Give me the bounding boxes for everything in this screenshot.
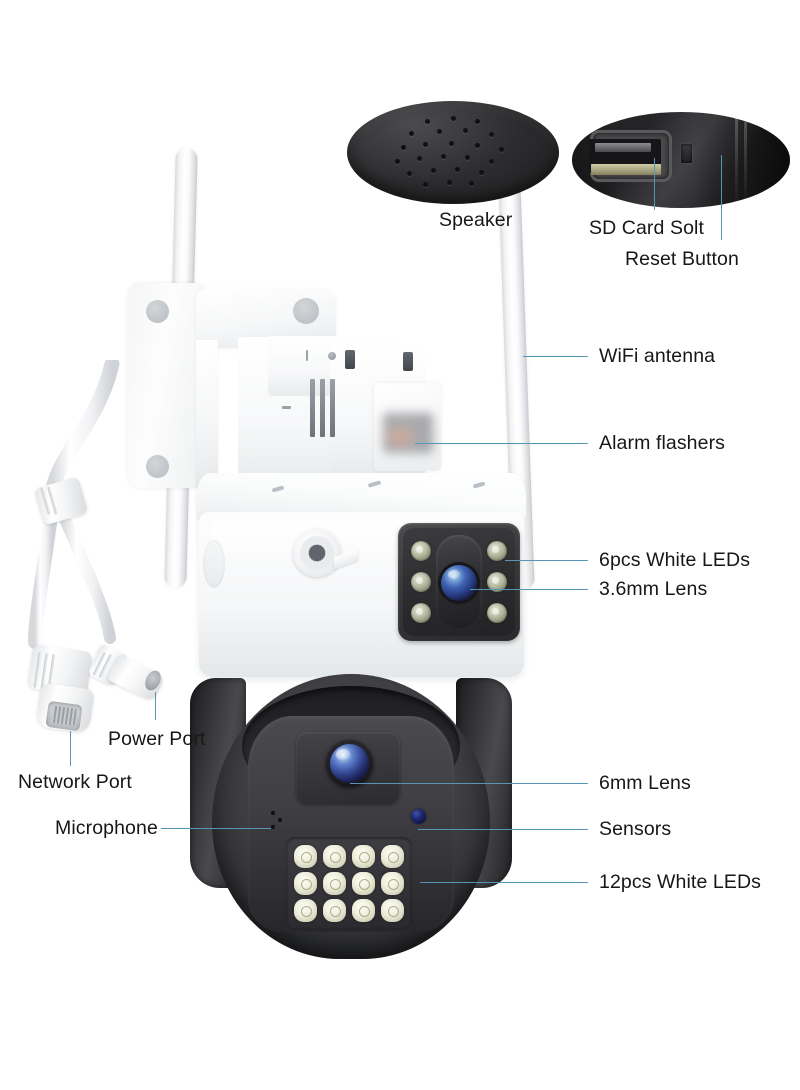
flasher-core	[383, 412, 433, 454]
white-led-6	[487, 603, 507, 623]
white-led-3	[411, 603, 431, 623]
sd-card-slot-icon	[572, 112, 790, 208]
white-led-b4	[381, 845, 404, 868]
speaker-grille-icon	[347, 101, 559, 204]
housing-slot	[282, 406, 291, 409]
white-led-b8	[381, 872, 404, 895]
rj45-contacts	[50, 705, 78, 726]
ptz-dome	[186, 672, 516, 967]
label-power-port: Power Port	[108, 728, 206, 750]
cable-assembly	[28, 360, 120, 649]
alarm-flasher-module	[374, 383, 441, 471]
white-led-b5	[294, 872, 317, 895]
label-6mm-lens: 6mm Lens	[599, 772, 691, 794]
housing-screw	[328, 352, 336, 360]
leader-6mm-lens	[350, 783, 588, 784]
bracket-arm-vertical	[196, 340, 218, 488]
leader-network-port	[70, 731, 71, 766]
leader-36mm-lens	[470, 589, 588, 590]
label-speaker: Speaker	[439, 209, 513, 231]
white-led-b9	[294, 899, 317, 922]
siren-inner	[300, 536, 334, 570]
label-network-port: Network Port	[18, 771, 132, 793]
screw-hole-1	[146, 300, 169, 323]
screw-hole-3	[293, 298, 319, 324]
white-led-b10	[323, 899, 346, 922]
housing-tab-left	[345, 350, 355, 369]
white-led-b2	[323, 845, 346, 868]
led-panel-12	[286, 837, 412, 929]
label-reset-button: Reset Button	[625, 248, 739, 270]
sd-inset-edge-2	[744, 122, 747, 198]
white-led-b12	[381, 899, 404, 922]
sensor-dot	[411, 809, 426, 824]
sd-slot-contacts	[591, 164, 661, 175]
white-led-5	[487, 572, 507, 592]
leader-12pcs-leds	[420, 882, 588, 883]
sd-slot-frame	[589, 130, 672, 182]
siren-grille	[293, 529, 341, 577]
label-36mm-lens: 3.6mm Lens	[599, 578, 708, 600]
leader-reset-button	[721, 155, 722, 240]
white-led-1	[411, 541, 431, 561]
ptz-lens-glass-6mm	[330, 744, 369, 783]
white-led-2	[411, 572, 431, 592]
label-microphone: Microphone	[55, 817, 158, 839]
leader-6pcs-leds	[505, 560, 588, 561]
leader-sd-card	[654, 158, 655, 210]
upper-camera-module	[398, 523, 520, 641]
vent-slot-2	[320, 379, 325, 437]
microphone-hole-2	[278, 818, 282, 822]
label-alarm-flashers: Alarm flashers	[599, 432, 726, 454]
sd-inset-edge-1	[735, 118, 738, 202]
leader-alarm-flashers	[415, 443, 588, 444]
leader-wifi-antenna	[523, 356, 588, 357]
leader-microphone	[161, 828, 271, 829]
vent-slot-1	[310, 379, 315, 437]
lens-36mm-glass	[441, 565, 477, 601]
label-12pcs-white-leds: 12pcs White LEDs	[599, 871, 761, 893]
screw-hole-2	[146, 455, 169, 478]
label-6pcs-white-leds: 6pcs White LEDs	[599, 549, 751, 571]
reset-button-icon	[681, 144, 692, 163]
vent-slot-3	[330, 379, 335, 437]
leader-sensors	[418, 829, 588, 830]
label-sensors: Sensors	[599, 818, 672, 840]
white-led-4	[487, 541, 507, 561]
white-led-b11	[352, 899, 375, 922]
white-led-b1	[294, 845, 317, 868]
label-sd-card-slot: SD Card Solt	[589, 217, 704, 239]
white-led-b3	[352, 845, 375, 868]
leader-power-port	[155, 692, 156, 720]
microphone-hole-3	[271, 825, 275, 829]
head-side-marker	[203, 540, 225, 588]
label-wifi-antenna: WiFi antenna	[599, 345, 716, 367]
housing-notch	[306, 350, 308, 361]
microphone-hole-1	[271, 811, 275, 815]
sd-slot-bar	[595, 143, 651, 152]
white-led-b7	[352, 872, 375, 895]
white-led-b6	[323, 872, 346, 895]
housing-tab-right	[403, 352, 413, 371]
